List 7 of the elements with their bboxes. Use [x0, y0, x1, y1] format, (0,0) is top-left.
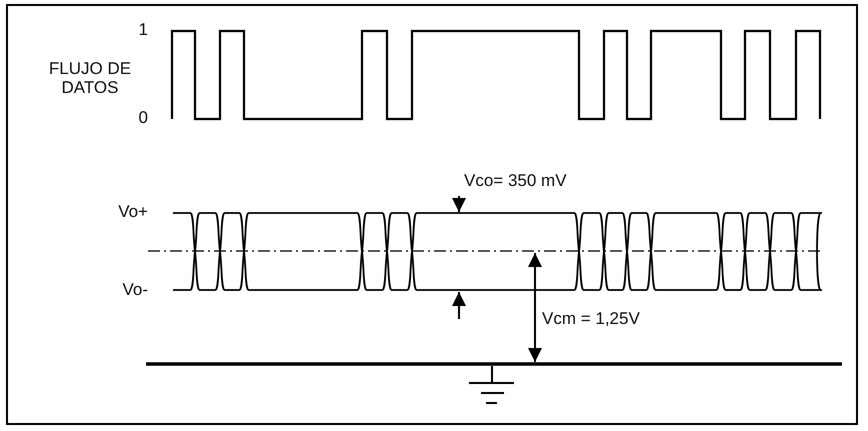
axis-tick-label: 0 — [138, 109, 148, 128]
axis-tick-label: 1 — [138, 21, 148, 40]
signal-label: Vo- — [122, 281, 148, 300]
signal-label: Vo+ — [118, 203, 148, 222]
signal-label: Vco= 350 mV — [464, 172, 567, 191]
signal-label: Vcm = 1,25V — [542, 310, 640, 329]
axis-title: FLUJO DE DATOS — [48, 60, 132, 98]
